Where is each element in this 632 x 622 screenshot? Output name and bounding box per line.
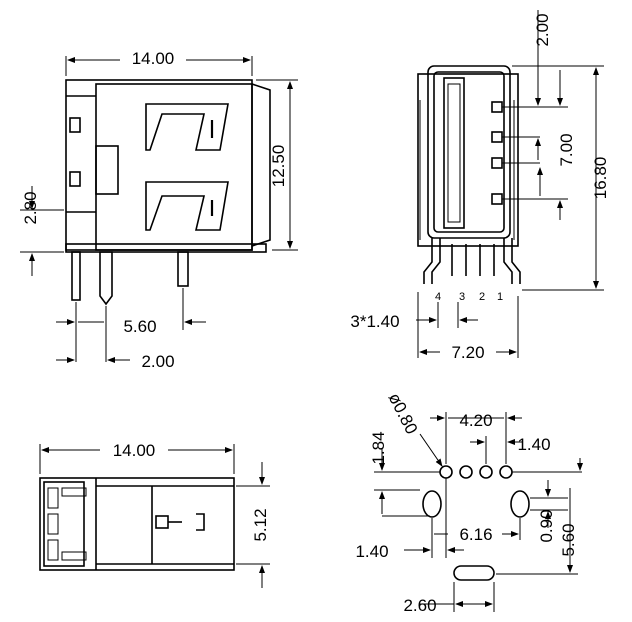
- side-width-dim: 7.20: [451, 343, 484, 362]
- slot-sample: [453, 565, 495, 581]
- front-view: 14.00 12.50 2.80 5.60 2.00: [20, 48, 298, 371]
- footprint-view: ø0.80 4.20 1.40 1.84 1.40 6.16: [355, 390, 583, 615]
- slot-width-dim: 0.90: [537, 509, 556, 542]
- slot-length-dim: 2.60: [403, 596, 436, 615]
- contact-1: [491, 193, 503, 205]
- pad-hole-3: [479, 465, 493, 479]
- front-pin-short: [177, 251, 189, 287]
- usb-tongue: [443, 77, 465, 229]
- contact-3: [491, 131, 503, 143]
- bottom-body-outline: [39, 477, 235, 571]
- front-pin-offset-dim: 2.00: [141, 352, 174, 371]
- front-body-outline: [65, 79, 253, 251]
- side-top-dim: 2.00: [533, 13, 552, 46]
- spring-tab-upper: [145, 103, 229, 151]
- front-pin: [99, 251, 113, 306]
- hole-pitch-dim: 1.40: [517, 435, 550, 454]
- side-pitch-dim: 3*1.40: [350, 312, 399, 331]
- pin-label-3: 3: [459, 291, 465, 303]
- front-leg-left: [71, 251, 81, 301]
- contact-4: [491, 101, 503, 113]
- mount-slot-left: [422, 490, 442, 518]
- bottom-width-dim: 14.00: [113, 441, 156, 460]
- spring-tab-lower: [145, 181, 229, 231]
- hole-diameter-dim: ø0.80: [385, 390, 422, 437]
- slot-offset-dim: 1.40: [355, 542, 388, 561]
- front-height-dim: 12.50: [269, 145, 288, 188]
- side-view: 4 3 2 1 2.00 7.00 16.80 3*1.40 7.20: [350, 10, 610, 362]
- bottom-view: 14.00 5.12: [39, 438, 270, 588]
- pad-hole-2: [459, 465, 473, 479]
- slot-y-dim: 5.60: [559, 523, 578, 556]
- side-body-outline: [417, 73, 519, 247]
- hole-span-dim: 4.20: [459, 411, 492, 430]
- front-pin-spacing-dim: 5.60: [123, 317, 156, 336]
- bottom-peg: [155, 515, 169, 529]
- pin-label-4: 4: [435, 291, 441, 303]
- slot-span-dim: 6.16: [459, 525, 492, 544]
- front-offset-dim: 2.80: [21, 191, 40, 224]
- side-pin-row-dim: 7.00: [557, 133, 576, 166]
- pad-hole-1: [439, 465, 453, 479]
- row-offset-dim: 1.84: [369, 431, 388, 464]
- pin-label-1: 1: [497, 291, 503, 303]
- pad-hole-4: [499, 465, 513, 479]
- front-width-dim: 14.00: [132, 49, 175, 68]
- side-total-height-dim: 16.80: [591, 157, 610, 200]
- contact-2: [491, 157, 503, 169]
- bottom-height-dim: 5.12: [251, 508, 270, 541]
- pin-label-2: 2: [479, 291, 485, 303]
- mount-slot-right: [510, 490, 530, 518]
